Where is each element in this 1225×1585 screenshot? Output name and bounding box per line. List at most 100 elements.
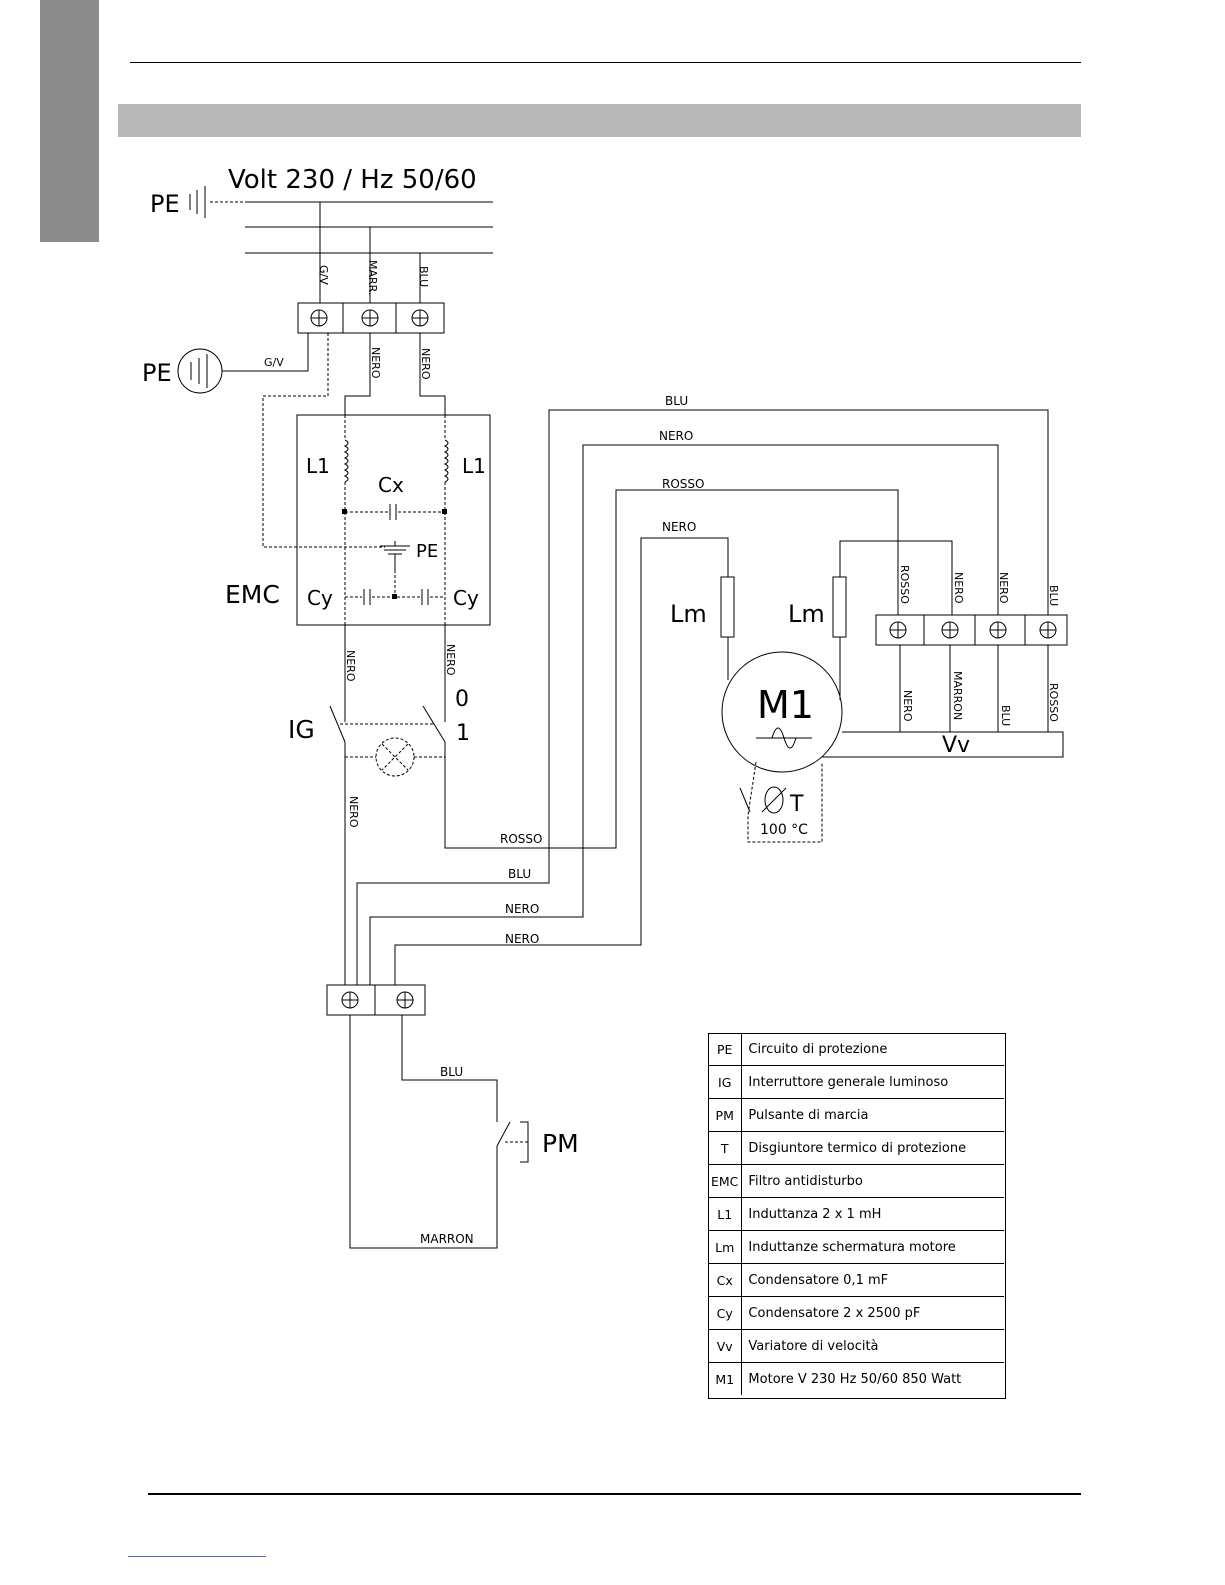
supply-lines (210, 201, 493, 254)
terminal-block-lower (326, 984, 426, 1016)
emc-label: EMC (225, 580, 280, 609)
vv-label: Vv (942, 733, 970, 758)
emc-pe-label: PE (416, 541, 438, 562)
terminal-block-main (297, 302, 445, 334)
wire-label-blu-top: BLU (417, 266, 430, 287)
ig-label: IG (288, 715, 315, 744)
bottom-rule (148, 1493, 1081, 1495)
legend-text: Disgiuntore termico di protezione (741, 1131, 1004, 1165)
lm-left-inductor (720, 576, 735, 638)
legend-code: Cx (708, 1263, 743, 1297)
wire-label-rosso-tb-top: ROSSO (898, 565, 911, 604)
lm-left-label: Lm (670, 600, 707, 628)
legend-text: Circuito di protezione (748, 1041, 888, 1057)
wire-label-nero-tb-top-2: NERO (997, 572, 1010, 604)
pe-ground-symbol-icon (177, 348, 223, 394)
legend-code: Vv (708, 1329, 743, 1363)
wire-label-gv-pe: G/V (264, 356, 284, 369)
legend-code: EMC (708, 1164, 743, 1198)
wire-label-blu-upper: BLU (665, 394, 688, 408)
section-header-band (118, 104, 1081, 137)
wire-label-blu-tb-top: BLU (1047, 585, 1060, 606)
wire-label-gv: G/V (317, 265, 330, 285)
thermal-label: T (789, 792, 804, 817)
wire-label-nero-tb-top-1: NERO (952, 572, 965, 604)
legend-code: Cy (708, 1296, 743, 1330)
wire-label-nero-tb-bottom: NERO (901, 690, 914, 722)
ig-switch-icon (329, 705, 446, 777)
ig-pos-1: 1 (456, 721, 470, 746)
top-rule (130, 62, 1081, 63)
thermal-protector-icon (739, 761, 823, 843)
emc-l1-left: L1 (306, 454, 330, 478)
legend-code: PM (708, 1098, 743, 1132)
emc-l1-right: L1 (462, 454, 486, 478)
legend-code: L1 (708, 1197, 743, 1231)
legend-code: Lm (708, 1230, 743, 1264)
ig-pos-0: 0 (455, 687, 469, 712)
legend-text: Interruttore generale luminoso (741, 1065, 1004, 1099)
lm-right-label: Lm (788, 600, 825, 628)
wire-label-rosso-tb-bottom: ROSSO (1047, 683, 1060, 722)
thermal-temp-label: 100 °C (760, 822, 808, 838)
legend-text: Filtro antidisturbo (741, 1164, 1004, 1198)
wire-label-nero-4: NERO (444, 644, 457, 676)
pe-supply-label: PE (150, 190, 180, 218)
legend-text: Variatore di velocità (741, 1329, 1004, 1363)
wire-label-nero-3: NERO (344, 650, 357, 682)
wire-label-nero-2: NERO (419, 348, 432, 380)
emc-cx-label: Cx (378, 473, 404, 497)
pm-pushbutton-icon (496, 1121, 529, 1165)
pm-label: PM (542, 1129, 579, 1158)
motor-label: M1 (757, 683, 814, 727)
wire-label-marron-tb-bottom: MARRON (951, 671, 964, 720)
wire-label-nero-run2-lower: NERO (505, 932, 539, 946)
wire-label-nero-5: NERO (347, 796, 360, 828)
wire-label-marr: MARR. (366, 260, 379, 295)
wire-label-blu-pm: BLU (440, 1065, 463, 1079)
legend-code: PE (708, 1033, 743, 1066)
legend-text: Condensatore 2 x 2500 pF (741, 1296, 1004, 1330)
wire-label-nero-run1-lower: NERO (505, 902, 539, 916)
wire-label-marron-pm: MARRON (420, 1232, 474, 1246)
bottom-link-underline (128, 1556, 266, 1557)
terminal-block-motor (875, 614, 1068, 646)
vv-box (822, 731, 1064, 758)
legend-text: Pulsante di marcia (741, 1098, 1004, 1132)
legend-text: Induttanza 2 x 1 mH (741, 1197, 1004, 1231)
lm-right-inductor (832, 576, 847, 638)
pe-ground-label: PE (142, 359, 172, 387)
motor-m1-icon (721, 651, 843, 773)
emc-cy-left: Cy (307, 586, 333, 610)
wire-label-rosso-upper: ROSSO (662, 477, 704, 491)
supply-voltage-label: Volt 230 / Hz 50/60 (228, 165, 477, 195)
pe-supply-symbol-icon (189, 186, 206, 218)
legend-row: PE Circuito di protezione (708, 1033, 1004, 1066)
legend-code: IG (708, 1065, 743, 1099)
wire-label-blu-lower: BLU (508, 867, 531, 881)
side-tab (40, 0, 99, 242)
legend-text: Induttanze schermatura motore (741, 1230, 1004, 1264)
wire-label-nero-run1-upper: NERO (659, 429, 693, 443)
legend-code: M1 (708, 1362, 743, 1395)
emc-cy-right: Cy (453, 586, 479, 610)
wire-label-nero-1: NERO (369, 347, 382, 379)
legend-code: T (708, 1131, 743, 1165)
wire-label-nero-run2-upper: NERO (662, 520, 696, 534)
emc-filter-box (296, 414, 491, 626)
wire-label-blu-tb-bottom: BLU (999, 705, 1012, 726)
legend-text: Condensatore 0,1 mF (741, 1263, 1004, 1297)
legend-text: Motore V 230 Hz 50/60 850 Watt (741, 1362, 1004, 1395)
